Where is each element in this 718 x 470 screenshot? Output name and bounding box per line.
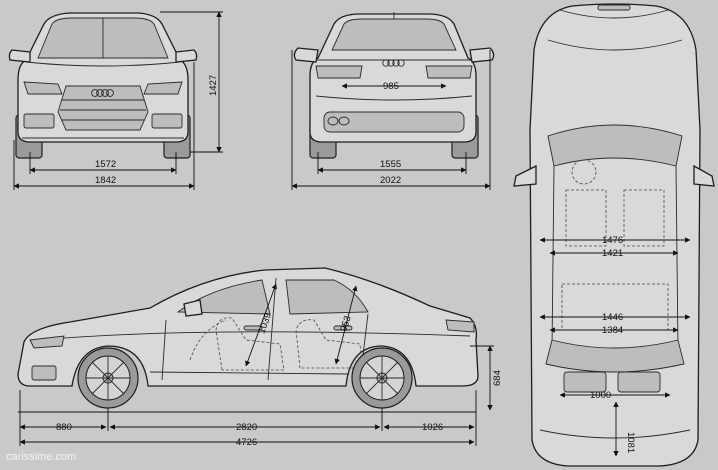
front-dimensions: 1572 1842 1427 bbox=[13, 11, 223, 190]
rear-dimensions: 985 1555 2022 bbox=[291, 50, 491, 190]
front-hip-label: 1421 bbox=[602, 248, 623, 259]
trunk-width-label: 1000 bbox=[590, 390, 611, 401]
height-label: 1427 bbox=[208, 75, 219, 96]
ground-to-sill-label: 684 bbox=[492, 370, 503, 386]
top-view bbox=[513, 3, 715, 467]
rear-headroom-label: 953 bbox=[338, 314, 353, 332]
wheelbase-label: 2820 bbox=[236, 422, 257, 433]
rear-width-label: 2022 bbox=[380, 175, 401, 186]
rear-track-label: 1555 bbox=[380, 159, 401, 170]
front-view bbox=[8, 12, 198, 159]
length-label: 4726 bbox=[236, 437, 257, 448]
rear-view bbox=[293, 12, 495, 159]
top-dimensions: 1476 1421 1446 1384 1000 1081 bbox=[539, 235, 691, 457]
rear-shoulder-label: 1446 bbox=[602, 312, 623, 323]
front-track-label: 1572 bbox=[95, 159, 116, 170]
rear-overhang-label: 1026 bbox=[422, 422, 443, 433]
trunk-opening-label: 985 bbox=[383, 81, 399, 92]
side-view bbox=[17, 267, 479, 409]
front-width-label: 1842 bbox=[95, 175, 116, 186]
side-dimensions: 1039 953 684 880 2820 1026 4726 bbox=[18, 311, 503, 448]
rear-hip-label: 1384 bbox=[602, 325, 623, 336]
front-overhang-label: 880 bbox=[56, 422, 72, 433]
trunk-length-label: 1081 bbox=[625, 432, 636, 453]
front-shoulder-label: 1476 bbox=[602, 235, 623, 246]
watermark: carissime.com bbox=[6, 451, 76, 463]
